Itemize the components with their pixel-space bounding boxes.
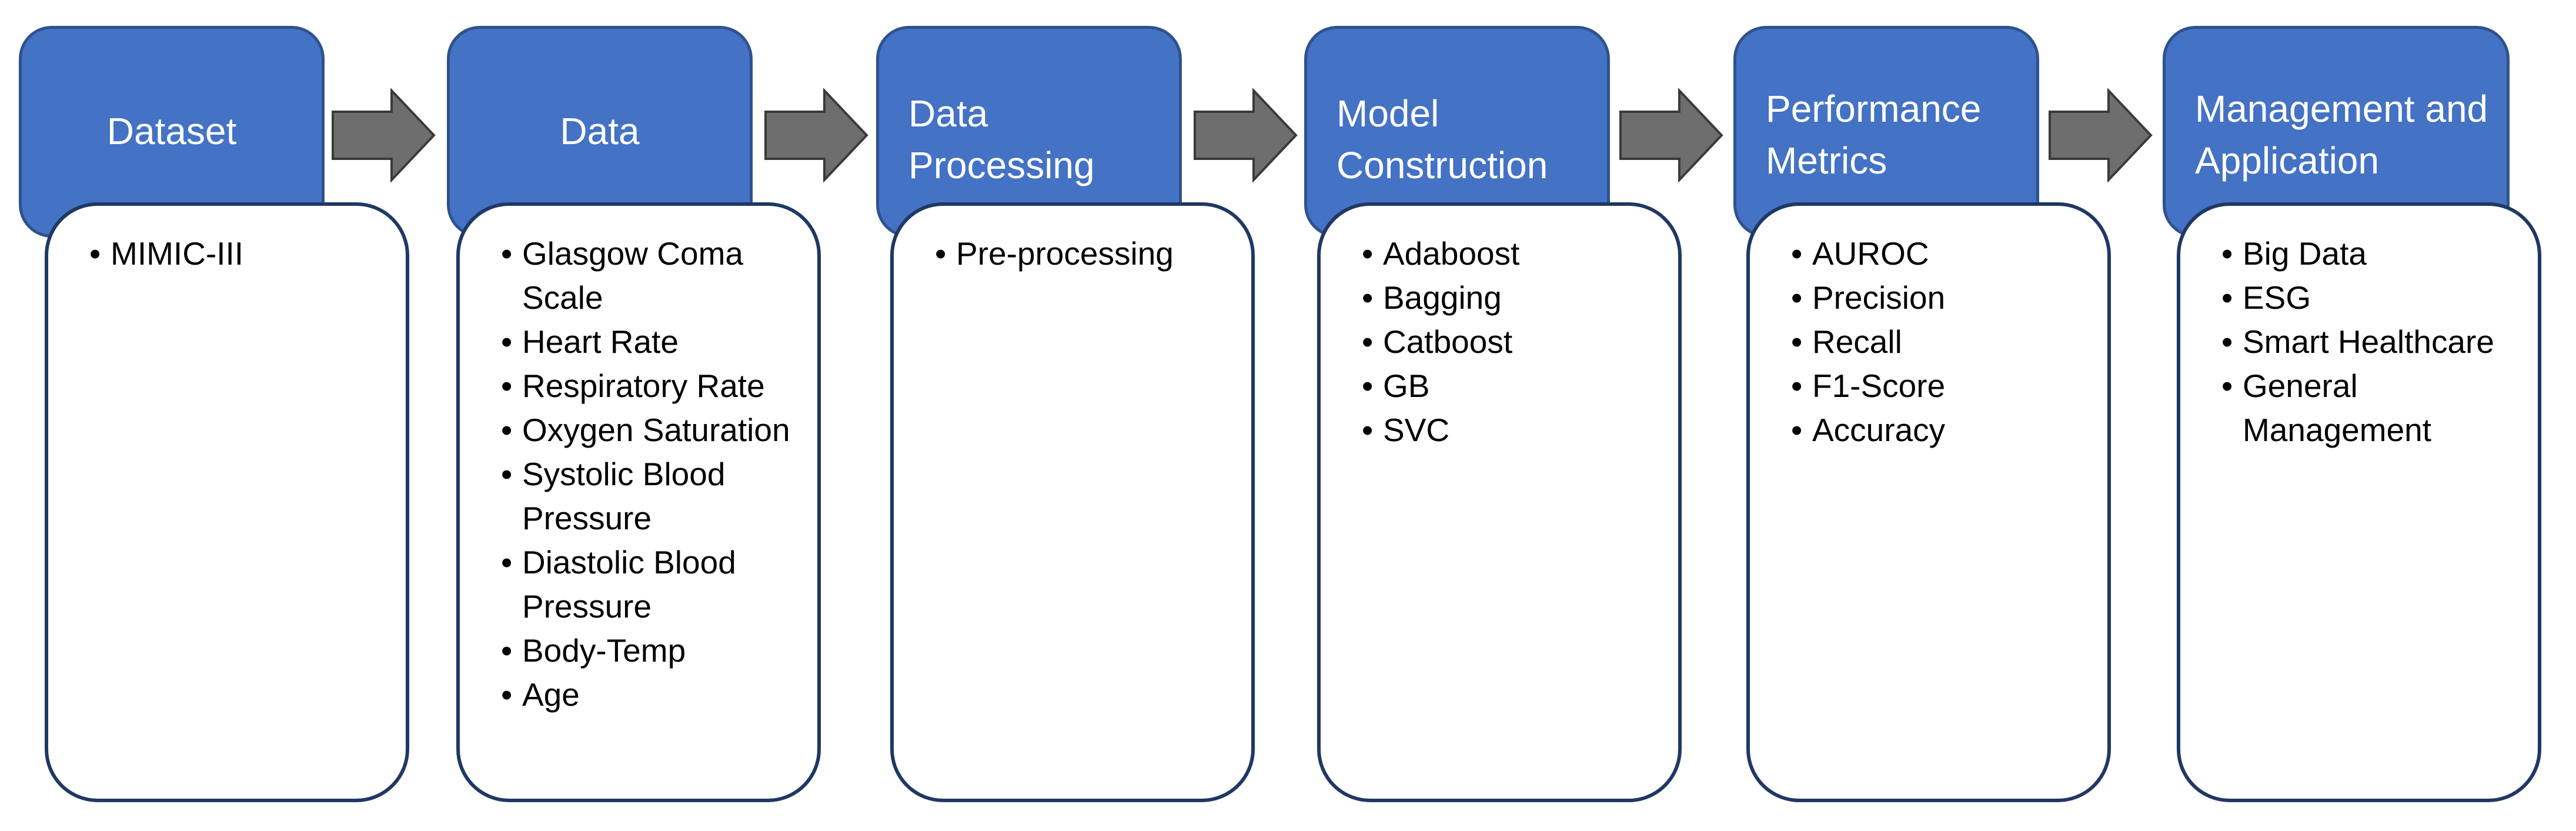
list-item: Diastolic Blood Pressure: [501, 540, 800, 629]
list-item: Bagging: [1362, 276, 1660, 320]
list-item: AUROC: [1791, 232, 2090, 276]
item-list: AUROC Precision Recall F1-Score Accuracy: [1750, 206, 2107, 452]
stage-body: Pre-processing: [890, 202, 1255, 802]
stage-model-construction: Model Construction Adaboost Bagging Catb…: [1304, 26, 1682, 802]
stage-title: Model Construction: [1337, 92, 1548, 186]
stage-management-application: Management and Application Big Data ESG …: [2163, 26, 2541, 802]
stage-title: Performance Metrics: [1766, 88, 1982, 182]
list-item: Precision: [1791, 276, 2090, 320]
list-item: Pre-processing: [935, 232, 1234, 276]
list-item: SVC: [1362, 408, 1660, 452]
list-item: Smart Healthcare: [2221, 320, 2520, 364]
stage-body: MIMIC-III: [45, 202, 409, 802]
list-item: Age: [501, 673, 800, 717]
list-item: Respiratory Rate: [501, 364, 800, 408]
item-list: Pre-processing: [894, 206, 1251, 276]
list-item: Heart Rate: [501, 320, 800, 364]
list-item: General Management: [2221, 364, 2520, 452]
stage-body: Big Data ESG Smart Healthcare General Ma…: [2177, 202, 2541, 802]
list-item: Adaboost: [1362, 232, 1660, 276]
list-item: Catboost: [1362, 320, 1660, 364]
stage-body: Glasgow Coma Scale Heart Rate Respirator…: [456, 202, 821, 802]
list-item: GB: [1362, 364, 1660, 408]
right-arrow-icon: [332, 88, 436, 182]
list-item: Systolic Blood Pressure: [501, 452, 800, 540]
list-item: Accuracy: [1791, 408, 2090, 452]
right-arrow-icon: [1619, 88, 1723, 182]
stage-title: Management and Application: [2195, 88, 2488, 182]
list-item: MIMIC-III: [89, 232, 388, 276]
right-arrow-icon: [2049, 88, 2153, 182]
stage-body: Adaboost Bagging Catboost GB SVC: [1317, 202, 1682, 802]
list-item: Recall: [1791, 320, 2090, 364]
stage-body: AUROC Precision Recall F1-Score Accuracy: [1746, 202, 2111, 802]
stage-dataset: Dataset MIMIC-III: [19, 26, 409, 802]
item-list: Adaboost Bagging Catboost GB SVC: [1321, 206, 1678, 452]
right-arrow-icon: [1194, 88, 1298, 182]
stage-data: Data Glasgow Coma Scale Heart Rate Respi…: [447, 26, 821, 802]
stage-performance-metrics: Performance Metrics AUROC Precision Reca…: [1733, 26, 2111, 802]
item-list: Big Data ESG Smart Healthcare General Ma…: [2180, 206, 2538, 452]
stage-title: Dataset: [106, 110, 237, 152]
list-item: Body-Temp: [501, 629, 800, 673]
list-item: F1-Score: [1791, 364, 2090, 408]
stage-title: Data: [560, 110, 640, 152]
item-list: MIMIC-III: [48, 206, 406, 276]
stage-data-processing: Data Processing Pre-processing: [876, 26, 1255, 802]
item-list: Glasgow Coma Scale Heart Rate Respirator…: [460, 206, 817, 717]
list-item: Glasgow Coma Scale: [501, 232, 800, 320]
list-item: ESG: [2221, 276, 2520, 320]
list-item: Oxygen Saturation: [501, 408, 800, 452]
list-item: Big Data: [2221, 232, 2520, 276]
right-arrow-icon: [764, 88, 868, 182]
stage-title: Data Processing: [908, 92, 1095, 186]
